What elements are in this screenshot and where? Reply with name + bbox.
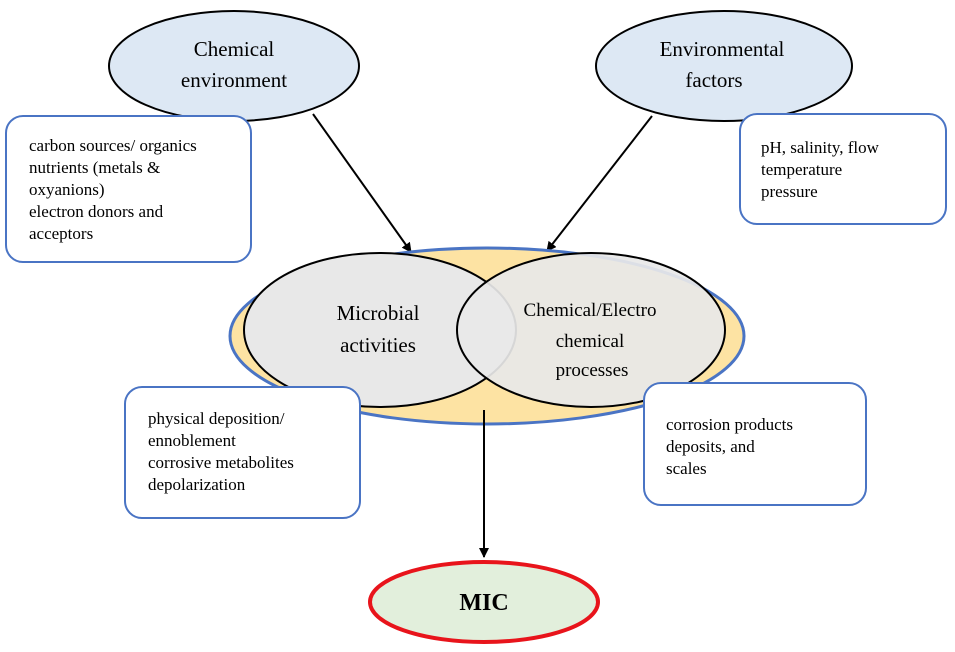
detail-line: corrosion products (666, 415, 794, 434)
environmental-factors-label-1: Environmental (660, 37, 785, 61)
chemical-electro-label-2: chemical (556, 331, 625, 352)
mic-ellipse (368, 560, 600, 644)
environmental-factors-label-2: factors (685, 68, 742, 92)
microbial-activities-details-box: physical deposition/ ennoblement corrosi… (124, 386, 361, 519)
detail-line: corrosive metabolites (148, 453, 294, 472)
detail-line: pH, salinity, flow (761, 138, 879, 157)
detail-line: scales (666, 459, 707, 478)
detail-line: electron donors and (29, 202, 164, 221)
detail-line: temperature (761, 160, 843, 179)
chemical-electro-processes-ellipse (456, 252, 726, 408)
microbial-activities-label-2: activities (340, 333, 416, 357)
detail-line: pressure (761, 182, 818, 201)
environmental-factors-ellipse (595, 10, 853, 122)
detail-line: depolarization (148, 475, 246, 494)
detail-line: deposits, and (666, 437, 755, 456)
chemical-environment-label-1: Chemical (194, 37, 275, 61)
detail-line: physical deposition/ (148, 409, 285, 428)
arrow-chemical-to-center (312, 113, 412, 253)
detail-line: nutrients (metals & (29, 158, 161, 177)
chemical-environment-ellipse (108, 10, 360, 122)
chemical-processes-details-box: corrosion products deposits, and scales (643, 382, 867, 506)
detail-line: oxyanions) (29, 180, 105, 199)
environmental-factors-details-box: pH, salinity, flow temperature pressure (739, 113, 947, 225)
arrow-environmental-to-center (546, 115, 653, 252)
detail-line: acceptors (29, 224, 94, 243)
detail-line: ennoblement (148, 431, 236, 450)
chemical-electro-label-1: Chemical/Electro (524, 300, 657, 321)
mic-label: MIC (459, 590, 508, 616)
chemical-environment-label-2: environment (181, 68, 287, 92)
chemical-environment-details-box: carbon sources/ organics nutrients (meta… (5, 115, 252, 263)
detail-line: carbon sources/ organics (29, 136, 197, 155)
microbial-activities-label-1: Microbial (337, 301, 420, 325)
chemical-electro-label-3: processes (556, 360, 629, 381)
